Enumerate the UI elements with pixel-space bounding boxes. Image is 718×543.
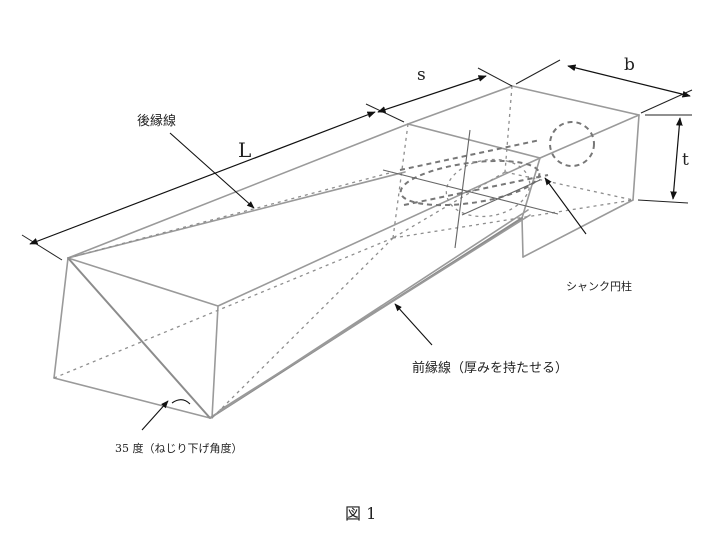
shank-cylinder bbox=[382, 121, 595, 249]
label-twist-angle: 35 度（ねじり下げ角度） bbox=[115, 441, 243, 455]
label-trailing-edge: 後縁線 bbox=[137, 113, 176, 129]
dimension-s: s bbox=[377, 65, 513, 113]
label-leading-edge: 前縁線（厚みを持たせる） bbox=[412, 360, 568, 376]
callout-twist-angle: 35 度（ねじり下げ角度） bbox=[115, 399, 243, 455]
dimension-t: t bbox=[637, 114, 692, 204]
callout-leading-edge: 前縁線（厚みを持たせる） bbox=[394, 303, 568, 376]
box-visible-edges bbox=[53, 85, 640, 419]
label-L: L bbox=[238, 138, 251, 162]
label-b: b bbox=[624, 55, 635, 75]
callout-shank: シャンク円柱 bbox=[544, 177, 632, 293]
label-shank: シャンク円柱 bbox=[566, 279, 632, 293]
twist-angle-arc bbox=[171, 399, 191, 405]
dimension-L: L bbox=[21, 103, 405, 261]
blade-twist-edges bbox=[67, 171, 531, 419]
label-t: t bbox=[682, 150, 689, 170]
callout-trailing-edge: 後縁線 bbox=[137, 113, 255, 209]
dimension-b: b bbox=[515, 55, 693, 114]
label-s: s bbox=[417, 65, 426, 85]
figure-caption: 図 1 bbox=[345, 504, 376, 523]
